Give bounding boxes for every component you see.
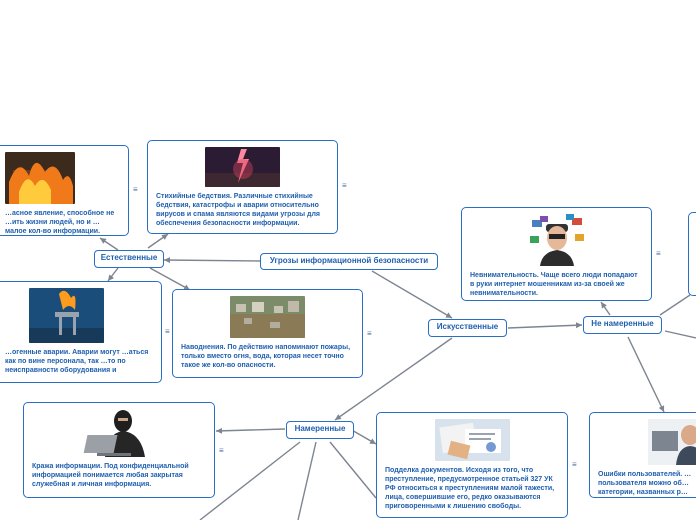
link-natural-fire	[99, 237, 119, 251]
card-inattention[interactable]: Невнимательность. Чаще всего люди попада…	[461, 207, 652, 301]
link-intentional-theft	[215, 427, 286, 434]
distracted-person-image	[527, 214, 586, 266]
link-unintentional-userinfo	[659, 294, 691, 316]
fire-image	[5, 152, 75, 204]
card-fire[interactable]: …асное явление, способное не …ить жизни …	[0, 145, 129, 236]
card-forgery[interactable]: Подделка документов. Исходя из того, что…	[376, 412, 568, 518]
note-icon[interactable]: ≡	[367, 329, 372, 338]
note-icon[interactable]: ≡	[219, 446, 224, 455]
link-intentional-forgery	[349, 428, 377, 445]
card-usererrors-text: Ошибки пользователей. … пользователя мож…	[598, 471, 692, 496]
link-intentional-down3	[329, 441, 377, 499]
natural-topic[interactable]: Естественные	[94, 250, 164, 268]
link-unintentional-inattention	[600, 301, 611, 316]
link-natural-disasters	[147, 233, 169, 249]
card-floods[interactable]: Наводнения. По действию напоминают пожар…	[172, 289, 363, 378]
card-forgery-text: Подделка документов. Исходя из того, что…	[385, 467, 555, 510]
card-floods-text: Наводнения. По действию напоминают пожар…	[181, 344, 351, 369]
card-theft[interactable]: Кража информации. Под конфиденциальной и…	[23, 402, 215, 498]
note-icon[interactable]: ≡	[133, 185, 138, 194]
link-unintentional-right	[664, 330, 696, 339]
documents-image	[434, 419, 510, 461]
link-root-natural	[163, 257, 261, 264]
note-icon[interactable]: ≡	[165, 327, 170, 336]
flood-image	[230, 296, 305, 338]
link-intentional-down2	[297, 441, 317, 520]
hacker-image	[83, 409, 155, 457]
lightning-image	[205, 147, 280, 187]
note-icon[interactable]: ≡	[572, 460, 577, 469]
intentional-topic[interactable]: Намеренные	[286, 421, 354, 439]
artificial-topic[interactable]: Искусственные	[428, 319, 507, 337]
card-disasters[interactable]: Стихийные бедствия. Различные стихийные …	[147, 140, 338, 234]
card-inattention-text: Невнимательность. Чаще всего люди попада…	[470, 272, 638, 297]
frustrated-user-image	[648, 419, 696, 465]
card-manmade[interactable]: …огенные аварии. Аварии могут …аться как…	[0, 281, 162, 383]
root-topic[interactable]: Угрозы информационной безопасности	[260, 253, 438, 270]
card-fire-text: …асное явление, способное не …ить жизни …	[5, 210, 115, 235]
link-unintentional-usererrors	[627, 336, 665, 413]
oil-rig-fire-image	[29, 288, 104, 343]
link-natural-floods	[149, 267, 191, 291]
link-root-artificial	[371, 270, 453, 319]
note-icon[interactable]: ≡	[656, 249, 661, 258]
link-intentional-down1	[199, 441, 301, 520]
link-natural-manmade	[107, 267, 119, 282]
card-usererrors[interactable]: Ошибки пользователей. … пользователя мож…	[589, 412, 696, 498]
unintentional-topic[interactable]: Не намеренные	[583, 316, 662, 334]
note-icon[interactable]: ≡	[342, 181, 347, 190]
link-artificial-unintentional	[507, 322, 583, 329]
link-artificial-intentional	[334, 337, 453, 421]
card-right-partial[interactable]	[688, 212, 696, 296]
card-theft-text: Кража информации. Под конфиденциальной и…	[32, 463, 189, 488]
card-disasters-text: Стихийные бедствия. Различные стихийные …	[156, 193, 321, 227]
card-manmade-text: …огенные аварии. Аварии могут …аться как…	[5, 349, 149, 374]
